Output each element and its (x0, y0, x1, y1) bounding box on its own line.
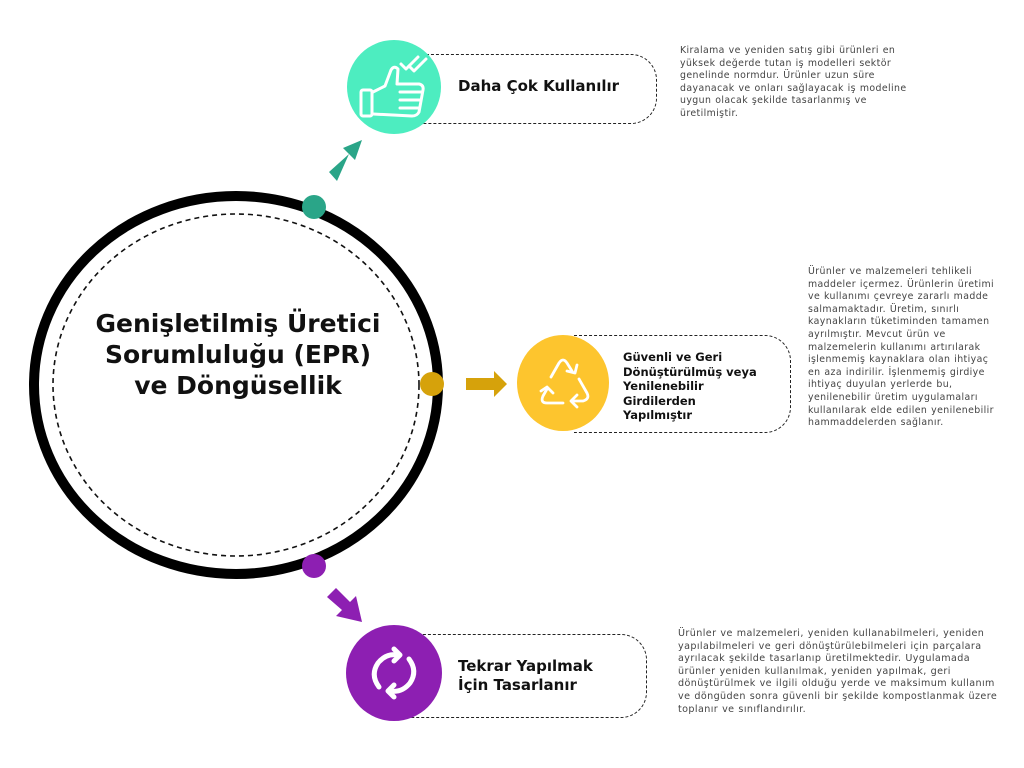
item-2-icon-circle (517, 335, 609, 431)
refresh-arrows-icon (371, 646, 417, 700)
item-3-icon-circle (346, 625, 442, 721)
main-title: Genişletilmiş Üretici Sorumluluğu (EPR) … (95, 309, 381, 400)
arrow-3 (327, 588, 362, 622)
item-2-description: Ürünler ve malzemeleri tehlikeli maddele… (808, 266, 994, 429)
item-1-frame (396, 54, 657, 124)
thumbs-up-check-icon (359, 55, 428, 118)
item-3-description: Ürünler ve malzemeleri, yeniden kullanab… (678, 628, 998, 715)
item-3-frame (398, 634, 647, 718)
item-2-label: Güvenli ve Geri Dönüştürülmüş veya Yenil… (623, 350, 757, 422)
connector-dot-2 (420, 372, 444, 396)
arrow-2 (466, 371, 507, 397)
connector-dot-1 (302, 195, 326, 219)
item-1-label: Daha Çok Kullanılır (458, 77, 620, 95)
connector-dot-3 (302, 554, 326, 578)
item-3-label: Tekrar Yapılmak İçin Tasarlanır (458, 657, 593, 694)
item-2-frame (574, 335, 791, 433)
item-1-icon-circle (347, 40, 441, 134)
recycle-icon (539, 358, 590, 409)
item-1-description: Kiralama ve yeniden satış gibi ürünleri … (680, 45, 907, 119)
arrow-1 (329, 140, 362, 181)
